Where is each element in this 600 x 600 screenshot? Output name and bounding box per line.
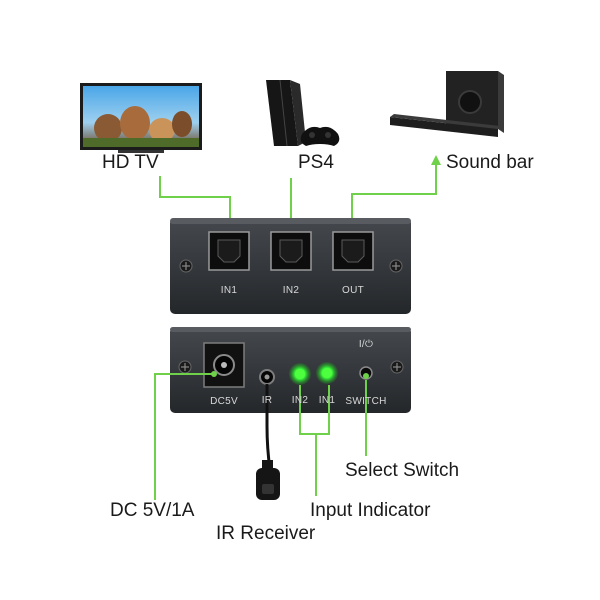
- select-switch-label: Select Switch: [345, 460, 460, 481]
- led-in2: [289, 363, 311, 385]
- hd-tv-label: HD TV: [102, 152, 159, 173]
- ir-receiver-image: [256, 384, 280, 500]
- input-indicator-label: Input Indicator: [310, 500, 431, 521]
- ir-jack: [259, 369, 275, 385]
- back-port-label-dc: DC5V: [210, 396, 238, 407]
- hd-tv-image: [80, 83, 202, 153]
- callout-lines-bottom: [154, 373, 367, 500]
- led-in1: [316, 362, 338, 384]
- soundbar-label: Sound bar: [446, 152, 534, 173]
- back-port-label-switch: SWITCH: [345, 396, 387, 407]
- back-port-label-in2: IN2: [291, 395, 309, 406]
- power-symbol-label: I/⏻: [358, 339, 374, 350]
- ps4-image: [266, 79, 340, 147]
- optical-port-in1: [208, 231, 250, 271]
- optical-port-in2: [270, 231, 312, 271]
- front-port-label-in1: IN1: [220, 285, 238, 296]
- dc-callout-dot: [211, 371, 217, 377]
- optical-port-out: [332, 231, 374, 271]
- front-port-label-in2: IN2: [282, 285, 300, 296]
- ir-receiver-label: IR Receiver: [216, 523, 316, 544]
- dc-jack: [203, 342, 245, 388]
- switch-callout-dot: [363, 373, 369, 379]
- front-port-label-out: OUT: [341, 285, 364, 296]
- ps4-label: PS4: [298, 152, 334, 173]
- soundbar-image: [390, 71, 504, 137]
- dc-label: DC 5V/1A: [110, 500, 195, 521]
- back-port-label-ir: IR: [261, 395, 273, 406]
- back-port-label-in1: IN1: [318, 395, 336, 406]
